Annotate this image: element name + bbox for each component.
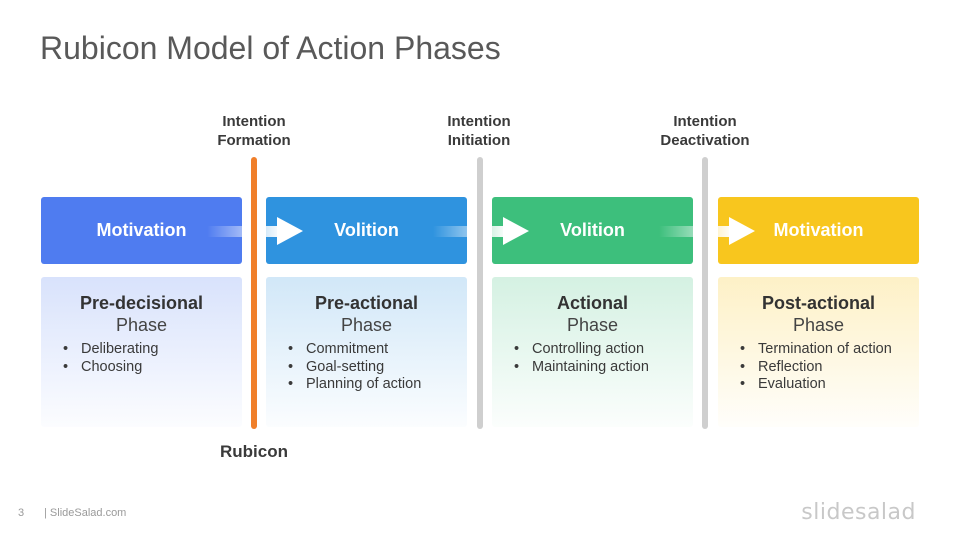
phase-word: Phase (792, 315, 845, 335)
slide-title: Rubicon Model of Action Phases (40, 30, 501, 66)
divider-label-line1: Intention (673, 113, 737, 130)
phase-box-actional: Actional Phase Controlling action Mainta… (492, 277, 693, 427)
arrow-right-icon (503, 217, 529, 245)
bullet-item: Termination of action (740, 341, 909, 359)
bullet-item: Commitment (288, 341, 457, 359)
phase-word: Phase (566, 315, 619, 335)
bullet-list: Deliberating Choosing (41, 341, 242, 376)
bullet-item: Choosing (63, 359, 232, 377)
phase-word: Phase (340, 315, 393, 335)
arrow-tail (659, 226, 729, 237)
bullet-item: Controlling action (514, 341, 683, 359)
header-label: Motivation (96, 220, 187, 240)
rubicon-label: Rubicon (220, 442, 288, 461)
divider-label-line2: Initiation (447, 132, 511, 149)
bullet-list: Commitment Goal-setting Planning of acti… (266, 341, 467, 394)
phase-word: Phase (115, 315, 168, 335)
divider-label-line2: Formation (217, 132, 291, 149)
divider-label-intention-initiation: Intention Initiation (409, 112, 549, 150)
divider-label-intention-formation: Intention Formation (184, 112, 324, 150)
phase-name: Actional (556, 293, 628, 313)
phase-name: Pre-actional (314, 293, 419, 313)
page-number: 3 (18, 507, 25, 519)
divider-line-rubicon (251, 157, 257, 429)
divider-label-line1: Intention (222, 113, 286, 130)
arrow-tail (207, 226, 277, 237)
divider-line-initiation (477, 157, 483, 429)
divider-label-line1: Intention (447, 113, 511, 130)
bullet-item: Maintaining action (514, 359, 683, 377)
bullet-item: Reflection (740, 359, 909, 377)
phase-name: Post-actional (761, 293, 876, 313)
header-label: Motivation (773, 220, 864, 240)
bullet-item: Planning of action (288, 376, 457, 394)
phase-box-post-actional: Post-actional Phase Termination of actio… (718, 277, 919, 427)
bullet-list: Controlling action Maintaining action (492, 341, 693, 376)
arrow-right-icon (729, 217, 755, 245)
arrow-right-icon (277, 217, 303, 245)
footer-site-text: | SlideSalad.com (44, 507, 127, 519)
bullet-item: Evaluation (740, 376, 909, 394)
brand-logo: slidesalad (801, 500, 916, 525)
bullet-item: Deliberating (63, 341, 232, 359)
bullet-list: Termination of action Reflection Evaluat… (718, 341, 919, 394)
divider-line-deactivation (702, 157, 708, 429)
header-label: Volition (560, 220, 625, 240)
phase-name: Pre-decisional (79, 293, 204, 313)
divider-label-intention-deactivation: Intention Deactivation (635, 112, 775, 150)
phase-box-pre-actional: Pre-actional Phase Commitment Goal-setti… (266, 277, 467, 427)
bullet-item: Goal-setting (288, 359, 457, 377)
header-label: Volition (334, 220, 399, 240)
arrow-tail (433, 226, 503, 237)
divider-label-line2: Deactivation (660, 132, 750, 149)
phase-box-pre-decisional: Pre-decisional Phase Deliberating Choosi… (41, 277, 242, 427)
